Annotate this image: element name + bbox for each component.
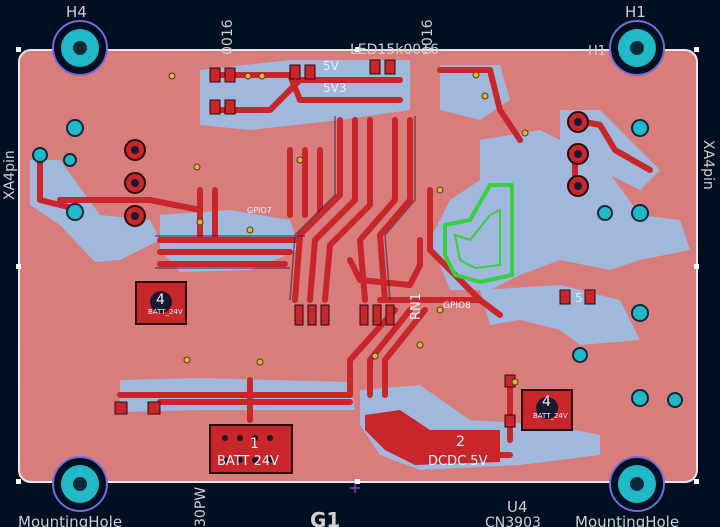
label-led-left: 0016 — [220, 19, 236, 55]
label-pin-5: 5 — [575, 291, 583, 305]
label-rn1: RN1 — [409, 293, 424, 320]
dcdc-copper-area — [365, 410, 500, 465]
smd-pads[interactable] — [114, 59, 596, 428]
courtyard-inner — [453, 208, 501, 270]
vias — [168, 71, 529, 386]
label-batt-24v-left: BATT_24V — [148, 308, 183, 316]
silk-labels: H4 H1 H1 LED15k0016 0016 0016 XA4pin XA4… — [2, 3, 716, 527]
label-h1: H1 — [625, 3, 646, 21]
label-pin-1: 1 — [250, 436, 259, 452]
label-led-right-vertical: 0016 — [420, 19, 436, 55]
batt-pad-right[interactable] — [521, 389, 573, 431]
label-pin-4-left: 4 — [156, 292, 165, 308]
label-mounting-left: MountingHole — [18, 513, 122, 527]
pads-inner-holes — [131, 118, 582, 220]
label-5v3: 5V3 — [323, 81, 346, 95]
header-batt-24v[interactable] — [209, 424, 293, 474]
label-xa-left: XA4pin — [2, 150, 18, 200]
mounting-hole-h4[interactable] — [52, 20, 108, 76]
connector-pads-left[interactable] — [124, 139, 146, 227]
label-xa-right: XA4pin — [700, 140, 716, 190]
through-hole-pads[interactable] — [32, 119, 683, 408]
label-u4: U4 — [507, 498, 528, 516]
courtyard-highlight[interactable] — [443, 183, 514, 284]
trace-clearance-lines — [155, 116, 416, 301]
origin-marker — [350, 483, 360, 493]
label-dcdc-5v: DCDC 5V — [428, 454, 488, 469]
label-gpio7: GPIO7 — [247, 206, 272, 215]
label-g1: G1 — [310, 508, 340, 527]
pad-labels: BATT 24V BATT_24V BATT_24V DCDC 5V 4 4 2… — [148, 59, 583, 469]
mounting-hole-h1[interactable] — [609, 20, 665, 76]
label-batt-24v-bottom: BATT 24V — [217, 454, 279, 469]
label-h1-small: H1 — [588, 44, 606, 59]
label-cn: CN3903 — [485, 515, 541, 527]
label-5v: 5V — [323, 59, 340, 73]
mounting-hole-bottom-right[interactable] — [609, 456, 665, 512]
label-led-top: LED15k0016 — [350, 42, 439, 58]
label-pin-2: 2 — [456, 434, 465, 450]
label-pin-4-right: 4 — [542, 394, 551, 410]
label-30pw: 30PW — [193, 487, 209, 527]
label-h4: H4 — [66, 3, 87, 21]
label-gpio8: GPIO8 — [443, 301, 471, 311]
label-mounting-right: MountingHole — [575, 513, 679, 527]
label-batt-24v-right: BATT_24V — [533, 412, 568, 420]
batt-pad-left[interactable] — [135, 281, 187, 325]
selection-handles[interactable] — [16, 47, 699, 484]
mounting-hole-bottom-left[interactable] — [52, 456, 108, 512]
